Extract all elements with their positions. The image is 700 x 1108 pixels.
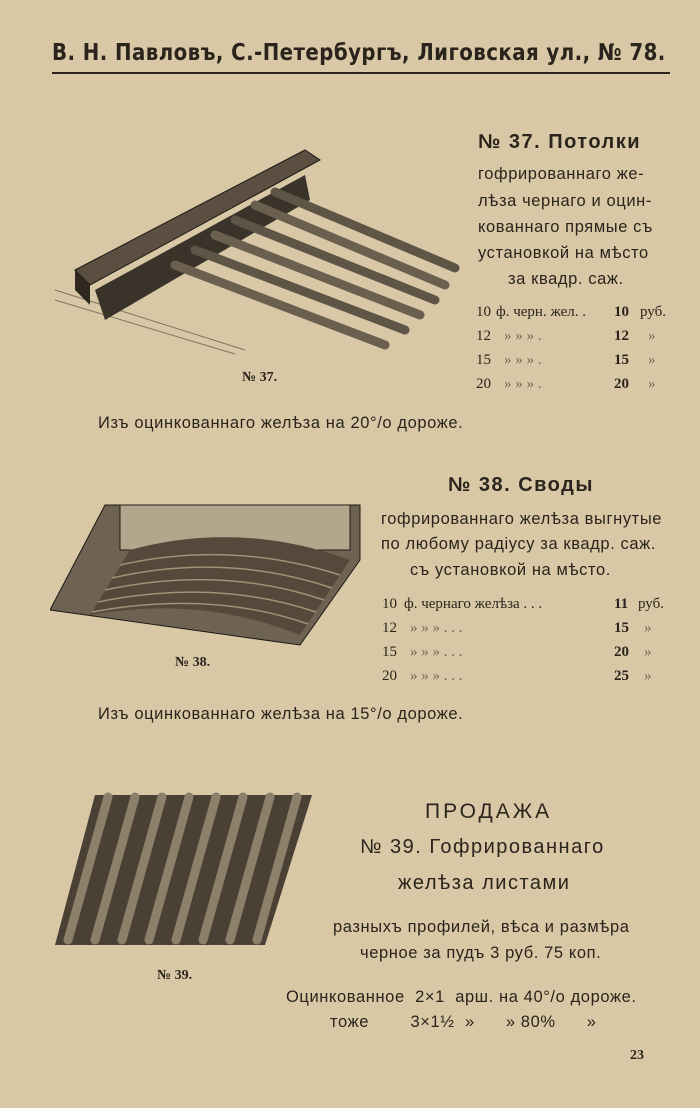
item-38-price-table: 10 ф. чернаго желѣза . . . 11 руб. 12 » …: [382, 596, 682, 696]
size: 15: [382, 644, 397, 660]
item-38-desc-1: гофрированнаго желѣза выгнутые: [381, 510, 663, 528]
desc: » » » .: [504, 376, 542, 392]
desc: » » » . . .: [410, 668, 463, 684]
item-37-desc-4: установкой на мѣсто: [478, 244, 649, 262]
price: 25: [614, 668, 629, 684]
item-39-desc-4: тоже 3×1½ » » 80% »: [330, 1013, 597, 1031]
unit: руб.: [640, 304, 666, 320]
size: 20: [382, 668, 397, 684]
item-37-desc-5: за квадр. саж.: [508, 270, 624, 288]
price: 20: [614, 644, 629, 660]
item-38-note: Изъ оцинкованнаго желѣза на 15°/о дороже…: [98, 705, 464, 723]
desc: ф. черн. жел. .: [496, 304, 587, 320]
price: 11: [614, 596, 629, 612]
desc: » » » .: [504, 328, 542, 344]
corrugated-sheet-illustration: [55, 792, 312, 945]
page-number: 23: [630, 1048, 644, 1063]
vault-illustration: [50, 504, 361, 646]
unit: »: [644, 668, 652, 684]
item-37-note: Изъ оцинкованнаго желѣза на 20°/о дороже…: [98, 414, 464, 432]
price: 15: [614, 620, 629, 636]
unit: »: [648, 328, 656, 344]
item-39-title-1: № 39. Гофрированнаго: [360, 836, 605, 858]
price-row: 20 » » » . 20 »: [476, 376, 696, 396]
item-38-desc-3: съ установкой на мѣсто.: [410, 561, 611, 579]
item-37-price-table: 10 ф. черн. жел. . 10 руб. 12 » » » . 12…: [476, 304, 696, 404]
size: 20: [476, 376, 491, 392]
item-39-desc-3: Оцинкованное 2×1 арш. на 40°/о дороже.: [286, 988, 637, 1006]
figure-caption-37: № 37.: [242, 370, 278, 385]
page-header: В. Н. Павловъ, С.-Петербургъ, Лиговская …: [52, 40, 666, 66]
desc: » » » . . .: [410, 620, 463, 636]
price: 20: [614, 376, 629, 392]
price-row: 15 » » » . . . 20 »: [382, 644, 682, 664]
size: 12: [382, 620, 397, 636]
price: 15: [614, 352, 629, 368]
price-row: 20 » » » . . . 25 »: [382, 668, 682, 688]
unit: »: [644, 620, 652, 636]
item-37-desc-2: лѣза чернаго и оцин-: [478, 192, 652, 210]
unit: »: [644, 644, 652, 660]
figure-caption-38: № 38.: [175, 655, 211, 670]
size: 10: [382, 596, 397, 612]
price-row: 10 ф. чернаго желѣза . . . 11 руб.: [382, 596, 682, 616]
size: 10: [476, 304, 491, 320]
unit: »: [648, 352, 656, 368]
unit: руб.: [638, 596, 664, 612]
item-39-title-2: желѣза листами: [398, 872, 571, 894]
item-38-desc-2: по любому радіусу за квадр. саж.: [381, 535, 657, 553]
size: 12: [476, 328, 491, 344]
item-37-desc-3: кованнаго прямые съ: [478, 218, 653, 236]
figure-caption-39: № 39.: [157, 968, 193, 983]
size: 15: [476, 352, 491, 368]
desc: » » » . . .: [410, 644, 463, 660]
sale-heading: ПРОДАЖА: [425, 800, 553, 823]
item-39-desc-2: черное за пудъ 3 руб. 75 коп.: [360, 944, 602, 962]
price-row: 15 » » » . 15 »: [476, 352, 696, 372]
unit: »: [648, 376, 656, 392]
price-row: 12 » » » . . . 15 »: [382, 620, 682, 640]
item-37-title: № 37. Потолки: [478, 131, 642, 153]
price-row: 10 ф. черн. жел. . 10 руб.: [476, 304, 696, 324]
ceiling-beam-illustration: [54, 149, 460, 355]
desc: » » » .: [504, 352, 542, 368]
item-38-title: № 38. Своды: [448, 474, 594, 496]
price: 10: [614, 304, 629, 320]
price-row: 12 » » » . 12 »: [476, 328, 696, 348]
item-37-desc-1: гофрированнаго же-: [478, 165, 645, 183]
header-rule: [52, 72, 670, 77]
price: 12: [614, 328, 629, 344]
item-39-desc-1: разныхъ профилей, вѣса и размѣра: [333, 918, 630, 936]
desc: ф. чернаго желѣза . . .: [404, 596, 543, 612]
